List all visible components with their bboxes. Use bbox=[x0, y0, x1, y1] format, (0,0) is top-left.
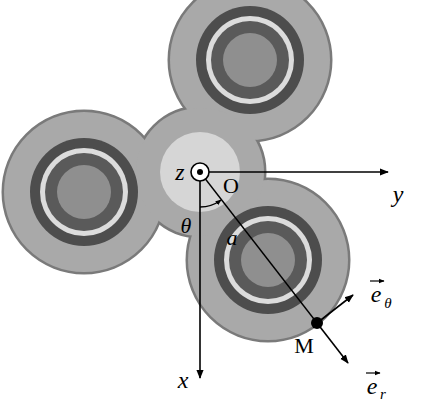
origin-label-holder: O bbox=[223, 175, 239, 197]
axis-label: x bbox=[178, 367, 189, 393]
axis-out-marker bbox=[191, 163, 209, 181]
axis-label-holder: x bbox=[178, 368, 189, 392]
origin-label: O bbox=[223, 173, 239, 198]
y-axis bbox=[200, 171, 388, 173]
bearing bbox=[30, 6, 322, 314]
angle-arc bbox=[200, 200, 221, 207]
vector-subscript: r bbox=[380, 386, 386, 402]
length-label: a bbox=[227, 225, 238, 250]
vector-label: e bbox=[367, 373, 378, 399]
radius-line bbox=[200, 172, 317, 323]
vector-subscript-holder: r bbox=[380, 385, 386, 403]
x-axis bbox=[199, 172, 201, 378]
point-dot bbox=[311, 317, 323, 329]
point-label: M bbox=[294, 333, 314, 358]
axis-label-holder: z bbox=[175, 160, 184, 184]
unit-vector bbox=[317, 323, 348, 363]
axis-label-holder: y bbox=[393, 182, 404, 206]
spinner-body bbox=[4, 0, 348, 340]
axis-out-marker bbox=[197, 169, 203, 175]
spinner-outline bbox=[4, 0, 348, 340]
angle-label: θ bbox=[181, 213, 192, 238]
axis-label: z bbox=[175, 159, 184, 185]
unit-vector bbox=[317, 295, 353, 323]
vector-label-holder: e bbox=[371, 282, 382, 306]
length-label-holder: a bbox=[227, 227, 238, 249]
axis-label: y bbox=[393, 181, 404, 207]
vector-label: e bbox=[371, 281, 382, 307]
point-label-holder: M bbox=[294, 335, 314, 357]
vector-subscript: θ bbox=[384, 295, 391, 311]
vector-label-holder: e bbox=[367, 374, 378, 398]
vector-subscript-holder: θ bbox=[384, 294, 391, 312]
angle-label-holder: θ bbox=[181, 215, 192, 237]
